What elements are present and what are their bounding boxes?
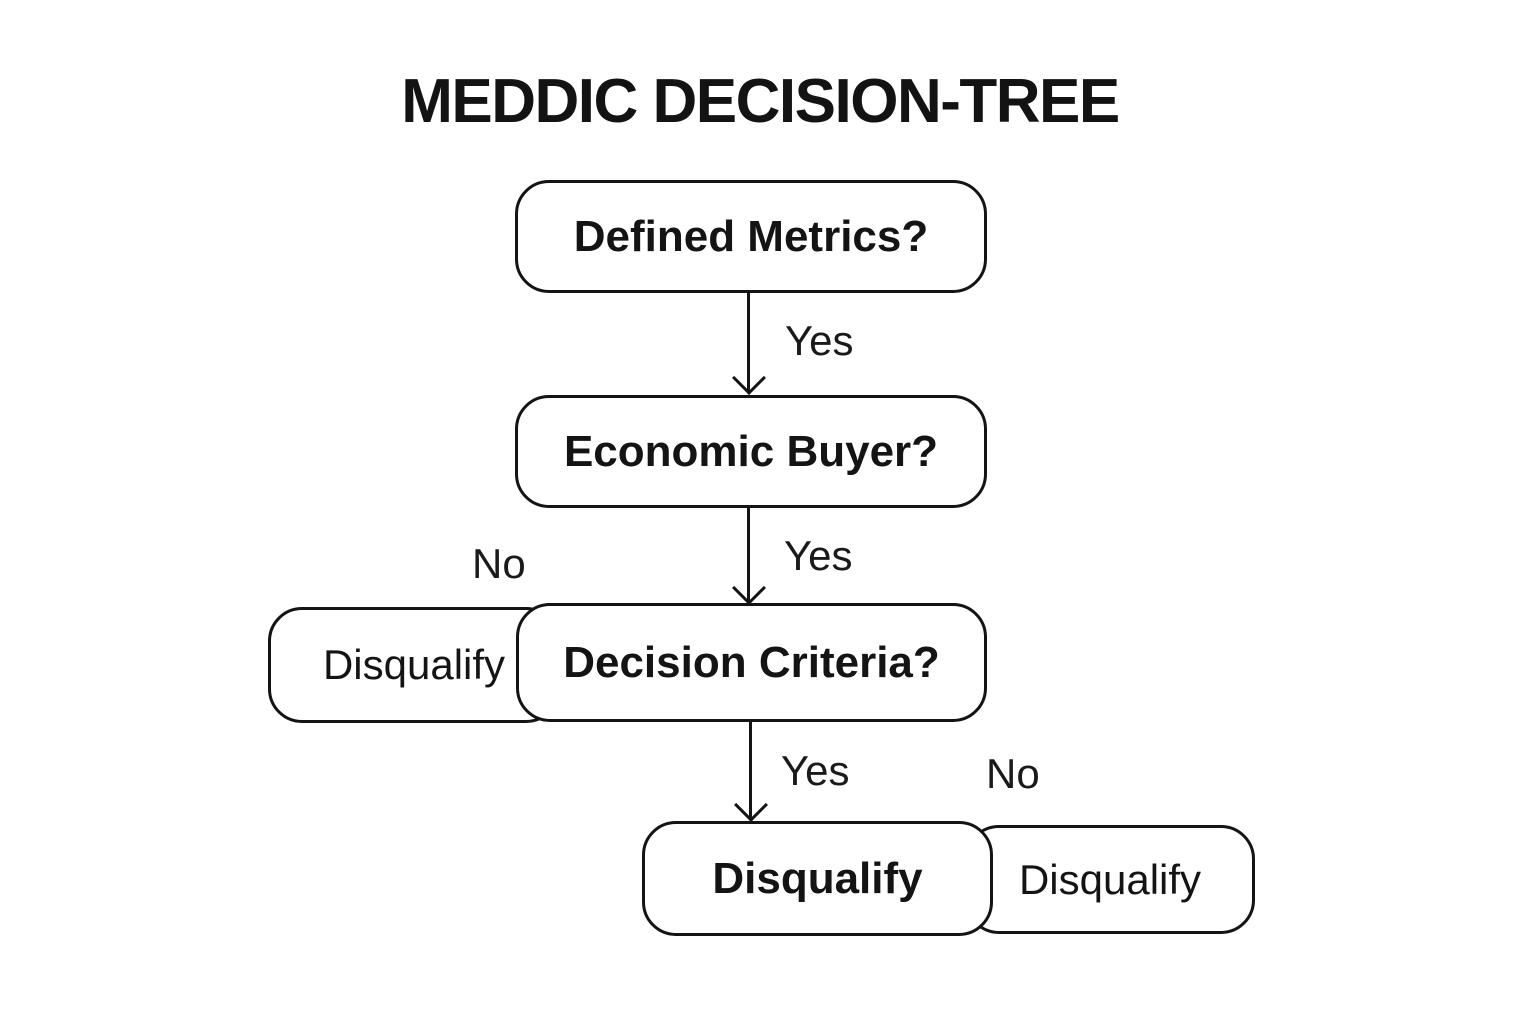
edge-label-criteria-yes: Yes bbox=[781, 747, 850, 794]
diagram-title: MEDDIC DECISION-TREE bbox=[401, 67, 1120, 136]
edge-label-criteria-no: No bbox=[986, 750, 1040, 797]
node-decision-criteria: Decision Criteria? bbox=[516, 603, 987, 722]
node-disqualify-criteria-no-label: Disqualify bbox=[1018, 855, 1202, 903]
arrow-down-criteria-yes bbox=[749, 722, 752, 819]
node-disqualify-criteria-yes: Disqualify bbox=[642, 821, 993, 936]
edge-label-metrics-yes: Yes bbox=[785, 317, 854, 364]
arrow-down-metrics-yes bbox=[747, 293, 750, 392]
node-economic-buyer: Economic Buyer? bbox=[515, 395, 987, 508]
edge-label-buyer-yes: Yes bbox=[784, 532, 853, 579]
node-disqualify-buyer-no: Disqualify bbox=[268, 607, 560, 723]
edge-label-buyer-no: No bbox=[472, 540, 526, 587]
node-disqualify-criteria-yes-label: Disqualify bbox=[712, 853, 923, 903]
node-defined-metrics-label: Defined Metrics? bbox=[573, 211, 929, 261]
node-economic-buyer-label: Economic Buyer? bbox=[563, 426, 939, 476]
node-disqualify-criteria-no: Disqualify bbox=[965, 825, 1255, 934]
node-defined-metrics: Defined Metrics? bbox=[515, 180, 987, 293]
node-disqualify-buyer-no-label: Disqualify bbox=[322, 641, 506, 688]
arrow-down-buyer-yes bbox=[747, 508, 750, 602]
node-decision-criteria-label: Decision Criteria? bbox=[563, 637, 940, 687]
